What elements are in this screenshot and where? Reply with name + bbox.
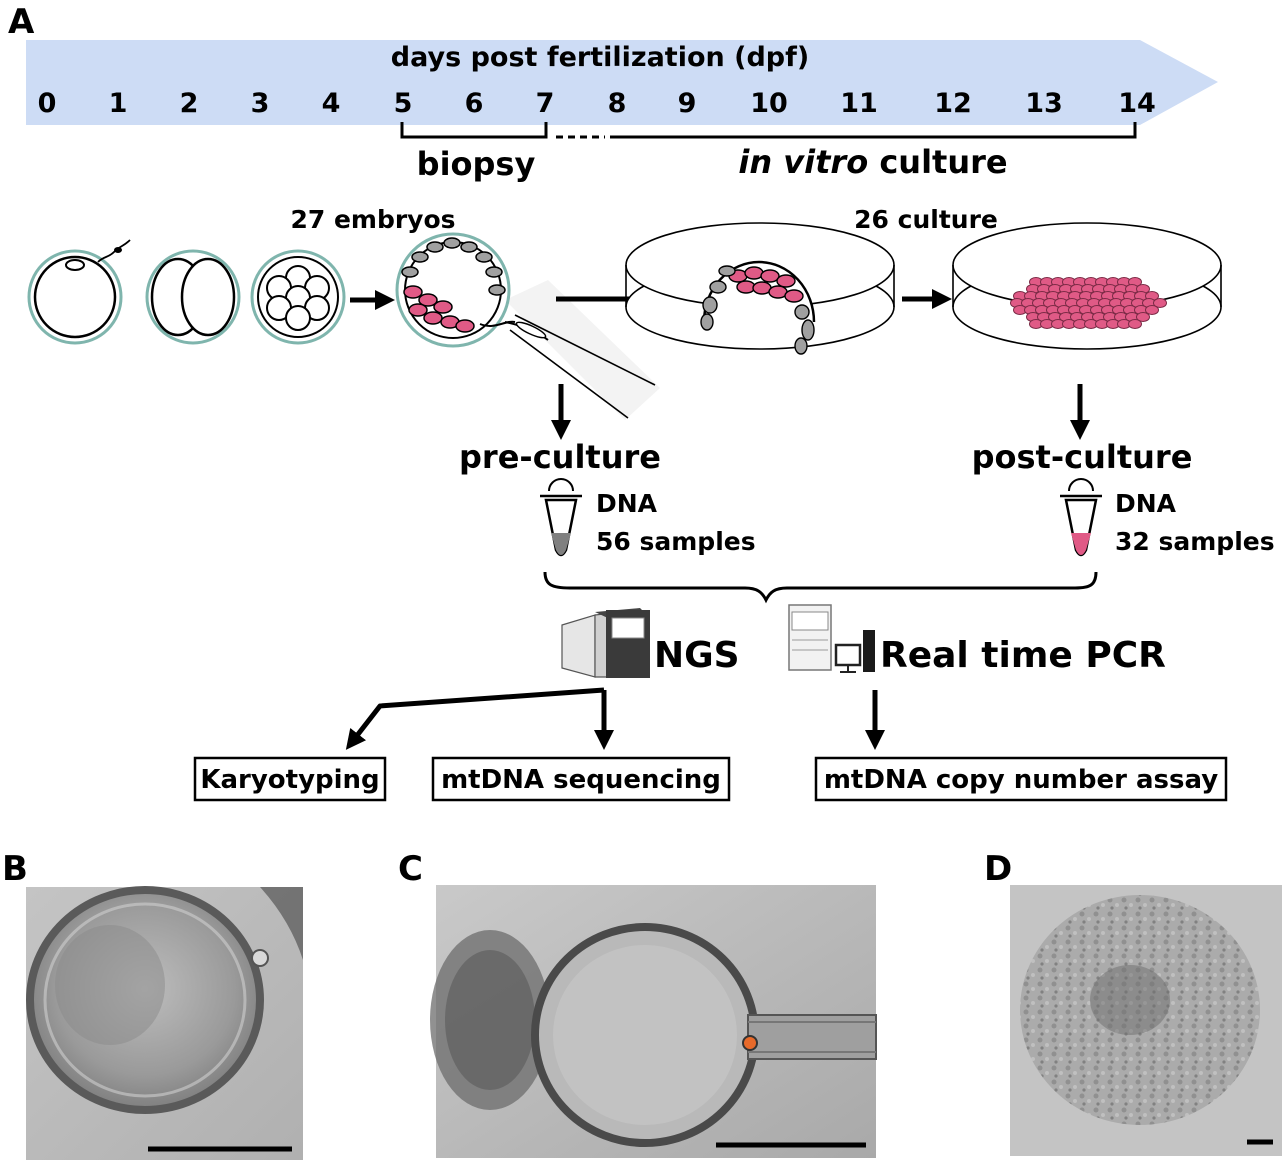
ngs-label: NGS bbox=[654, 635, 740, 676]
mtdna-copy-number-box bbox=[814, 756, 1228, 802]
timeline-tick-13: 13 bbox=[1025, 88, 1063, 119]
karyotyping-box bbox=[193, 756, 387, 802]
culture-label-italic: in vitro bbox=[738, 143, 868, 181]
timeline-tick-0: 0 bbox=[38, 88, 57, 119]
embryos-count-label: 27 embryos bbox=[290, 205, 455, 234]
panel-d-micrograph bbox=[1010, 885, 1282, 1156]
two-cell-embryo-icon bbox=[145, 249, 241, 345]
zygote-icon bbox=[27, 239, 131, 345]
pre-samples-label: 56 samples bbox=[596, 527, 756, 556]
arrow-to-karyotyping bbox=[345, 687, 605, 750]
blastocyst-biopsy-icon bbox=[395, 232, 660, 420]
timeline-tick-11: 11 bbox=[840, 88, 878, 119]
culture-label: in vitro culture bbox=[738, 143, 1007, 181]
biopsy-label: biopsy bbox=[417, 145, 536, 183]
post-culture-label: post-culture bbox=[972, 438, 1193, 476]
post-samples-label: 32 samples bbox=[1115, 527, 1275, 556]
culture-dish-blastocyst-icon bbox=[625, 222, 895, 355]
timeline-tick-1: 1 bbox=[109, 88, 128, 119]
post-dna-label: DNA bbox=[1115, 489, 1177, 518]
panel-c-label: C bbox=[398, 849, 423, 889]
panel-b-micrograph bbox=[26, 886, 303, 1160]
outgrowth-cell bbox=[1145, 305, 1159, 315]
biopsy-bracket bbox=[400, 122, 548, 139]
outgrowth-cell bbox=[1136, 312, 1150, 322]
timeline-tick-6: 6 bbox=[465, 88, 484, 119]
culture-count-label: 26 culture bbox=[854, 205, 998, 234]
pcr-label: Real time PCR bbox=[880, 635, 1166, 676]
mtdna-copy-number-label: mtDNA copy number assay bbox=[824, 765, 1218, 795]
timeline-band bbox=[26, 40, 1218, 125]
karyotyping-label: Karyotyping bbox=[200, 765, 379, 795]
panel-c-micrograph bbox=[430, 885, 877, 1158]
timeline-title: days post fertilization (dpf) bbox=[391, 42, 809, 73]
pre-culture-label: pre-culture bbox=[459, 438, 661, 476]
pcr-machine-icon bbox=[788, 604, 875, 673]
timeline-tick-2: 2 bbox=[180, 88, 199, 119]
merge-brace bbox=[543, 571, 1098, 604]
timeline-tick-3: 3 bbox=[251, 88, 270, 119]
timeline-tick-10: 10 bbox=[750, 88, 788, 119]
timeline-tick-5: 5 bbox=[394, 88, 413, 119]
outgrowth-cell bbox=[1153, 298, 1167, 308]
timeline-tick-4: 4 bbox=[322, 88, 341, 119]
culture-label-rest: culture bbox=[868, 143, 1007, 181]
timeline-tick-8: 8 bbox=[608, 88, 627, 119]
timeline-tick-7: 7 bbox=[536, 88, 555, 119]
panel-a-label: A bbox=[8, 2, 35, 42]
outgrowth-dish-icon bbox=[952, 222, 1222, 350]
panel-b-label: B bbox=[2, 849, 28, 889]
timeline-tick-14: 14 bbox=[1118, 88, 1156, 119]
timeline-tick-12: 12 bbox=[934, 88, 972, 119]
eight-cell-embryo-icon bbox=[250, 249, 346, 345]
panel-d-label: D bbox=[984, 849, 1012, 889]
mtdna-sequencing-label: mtDNA sequencing bbox=[441, 765, 721, 795]
outgrowth-cell bbox=[1128, 319, 1142, 329]
tube-post-culture-icon bbox=[1060, 478, 1102, 557]
timeline-tick-9: 9 bbox=[678, 88, 697, 119]
culture-bracket bbox=[610, 122, 1137, 139]
tube-pre-culture-icon bbox=[540, 478, 582, 557]
ngs-sequencer-icon bbox=[561, 608, 650, 678]
mtdna-sequencing-box bbox=[431, 756, 731, 802]
pre-dna-label: DNA bbox=[596, 489, 658, 518]
